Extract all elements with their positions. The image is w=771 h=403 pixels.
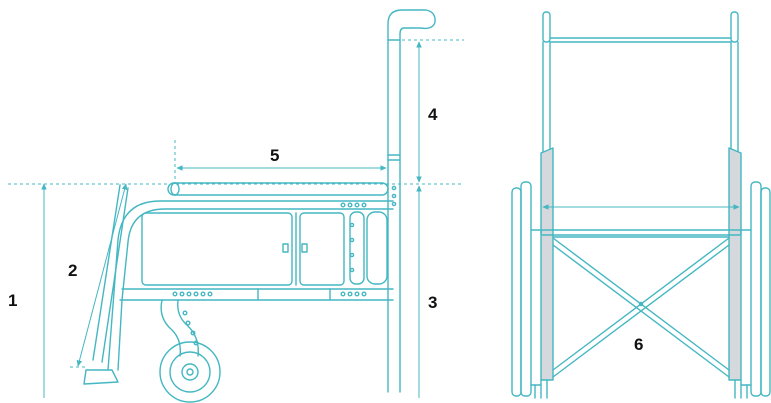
backrest-post [387,9,436,393]
right-armrest-front [728,147,742,381]
side-view [83,9,436,403]
right-rear-wheel [734,181,771,399]
label-2: 2 [68,261,78,280]
label-1: 1 [8,291,18,310]
label-6: 6 [634,335,644,354]
front-backrest [542,37,739,381]
front-seat [540,229,742,238]
left-rear-wheel [511,181,548,399]
right-push-handle [730,11,739,43]
cross-brace [552,237,730,378]
caster-wheel [159,299,221,403]
dimension-2-line [76,183,128,367]
label-3: 3 [428,293,438,312]
left-armrest-front [540,147,554,381]
label-5: 5 [270,146,280,165]
left-push-handle [542,11,551,43]
footrest [83,184,129,385]
armrest-side [167,182,389,196]
side-panel [141,185,397,286]
side-dimensions [8,39,464,398]
label-4: 4 [428,105,438,124]
